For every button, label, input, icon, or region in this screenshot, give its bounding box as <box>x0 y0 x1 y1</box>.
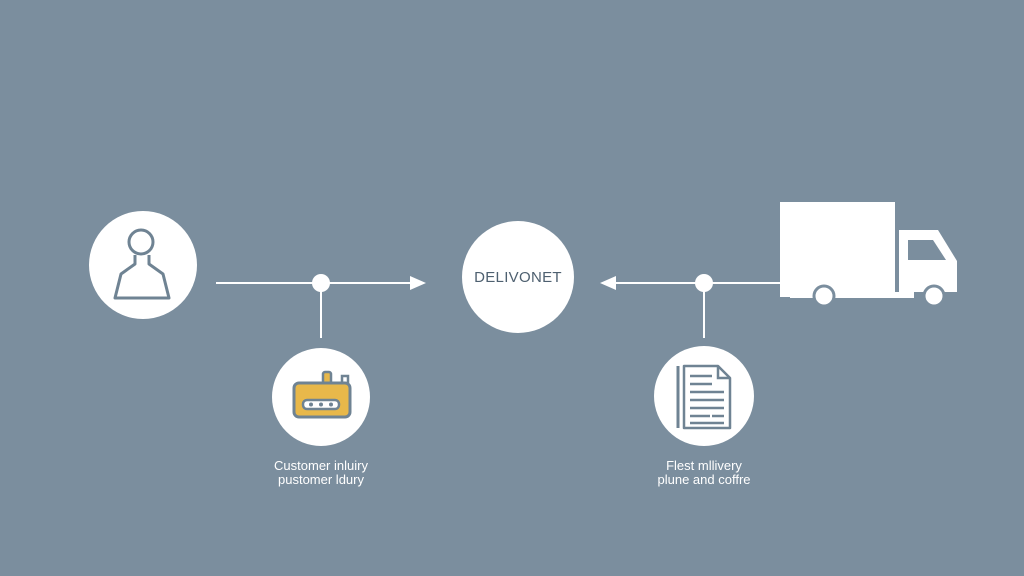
right-junction-dot <box>695 274 713 292</box>
left-caption-line-1: Customer inluiry <box>274 458 368 473</box>
left-branch-caption: Customer inluiry pustomer ldury <box>251 459 391 487</box>
hub-label: DELIVONET <box>474 268 562 286</box>
right-branch-caption: Flest mllivery plune and coffre <box>634 459 774 487</box>
right-arrowhead <box>600 276 616 290</box>
left-junction-dot <box>312 274 330 292</box>
right-caption-line-2: plune and coffre <box>657 472 751 487</box>
customer-node <box>89 211 197 319</box>
person-icon <box>113 228 171 300</box>
right-branch-node <box>654 346 754 446</box>
hub-node: DELIVONET <box>462 221 574 333</box>
right-caption-line-1: Flest mllivery <box>666 458 742 473</box>
document-icon <box>676 364 732 430</box>
left-branch-node <box>272 348 370 446</box>
left-arrowhead <box>410 276 426 290</box>
payment-card-icon <box>292 370 352 419</box>
left-caption-line-2: pustomer ldury <box>278 472 364 487</box>
